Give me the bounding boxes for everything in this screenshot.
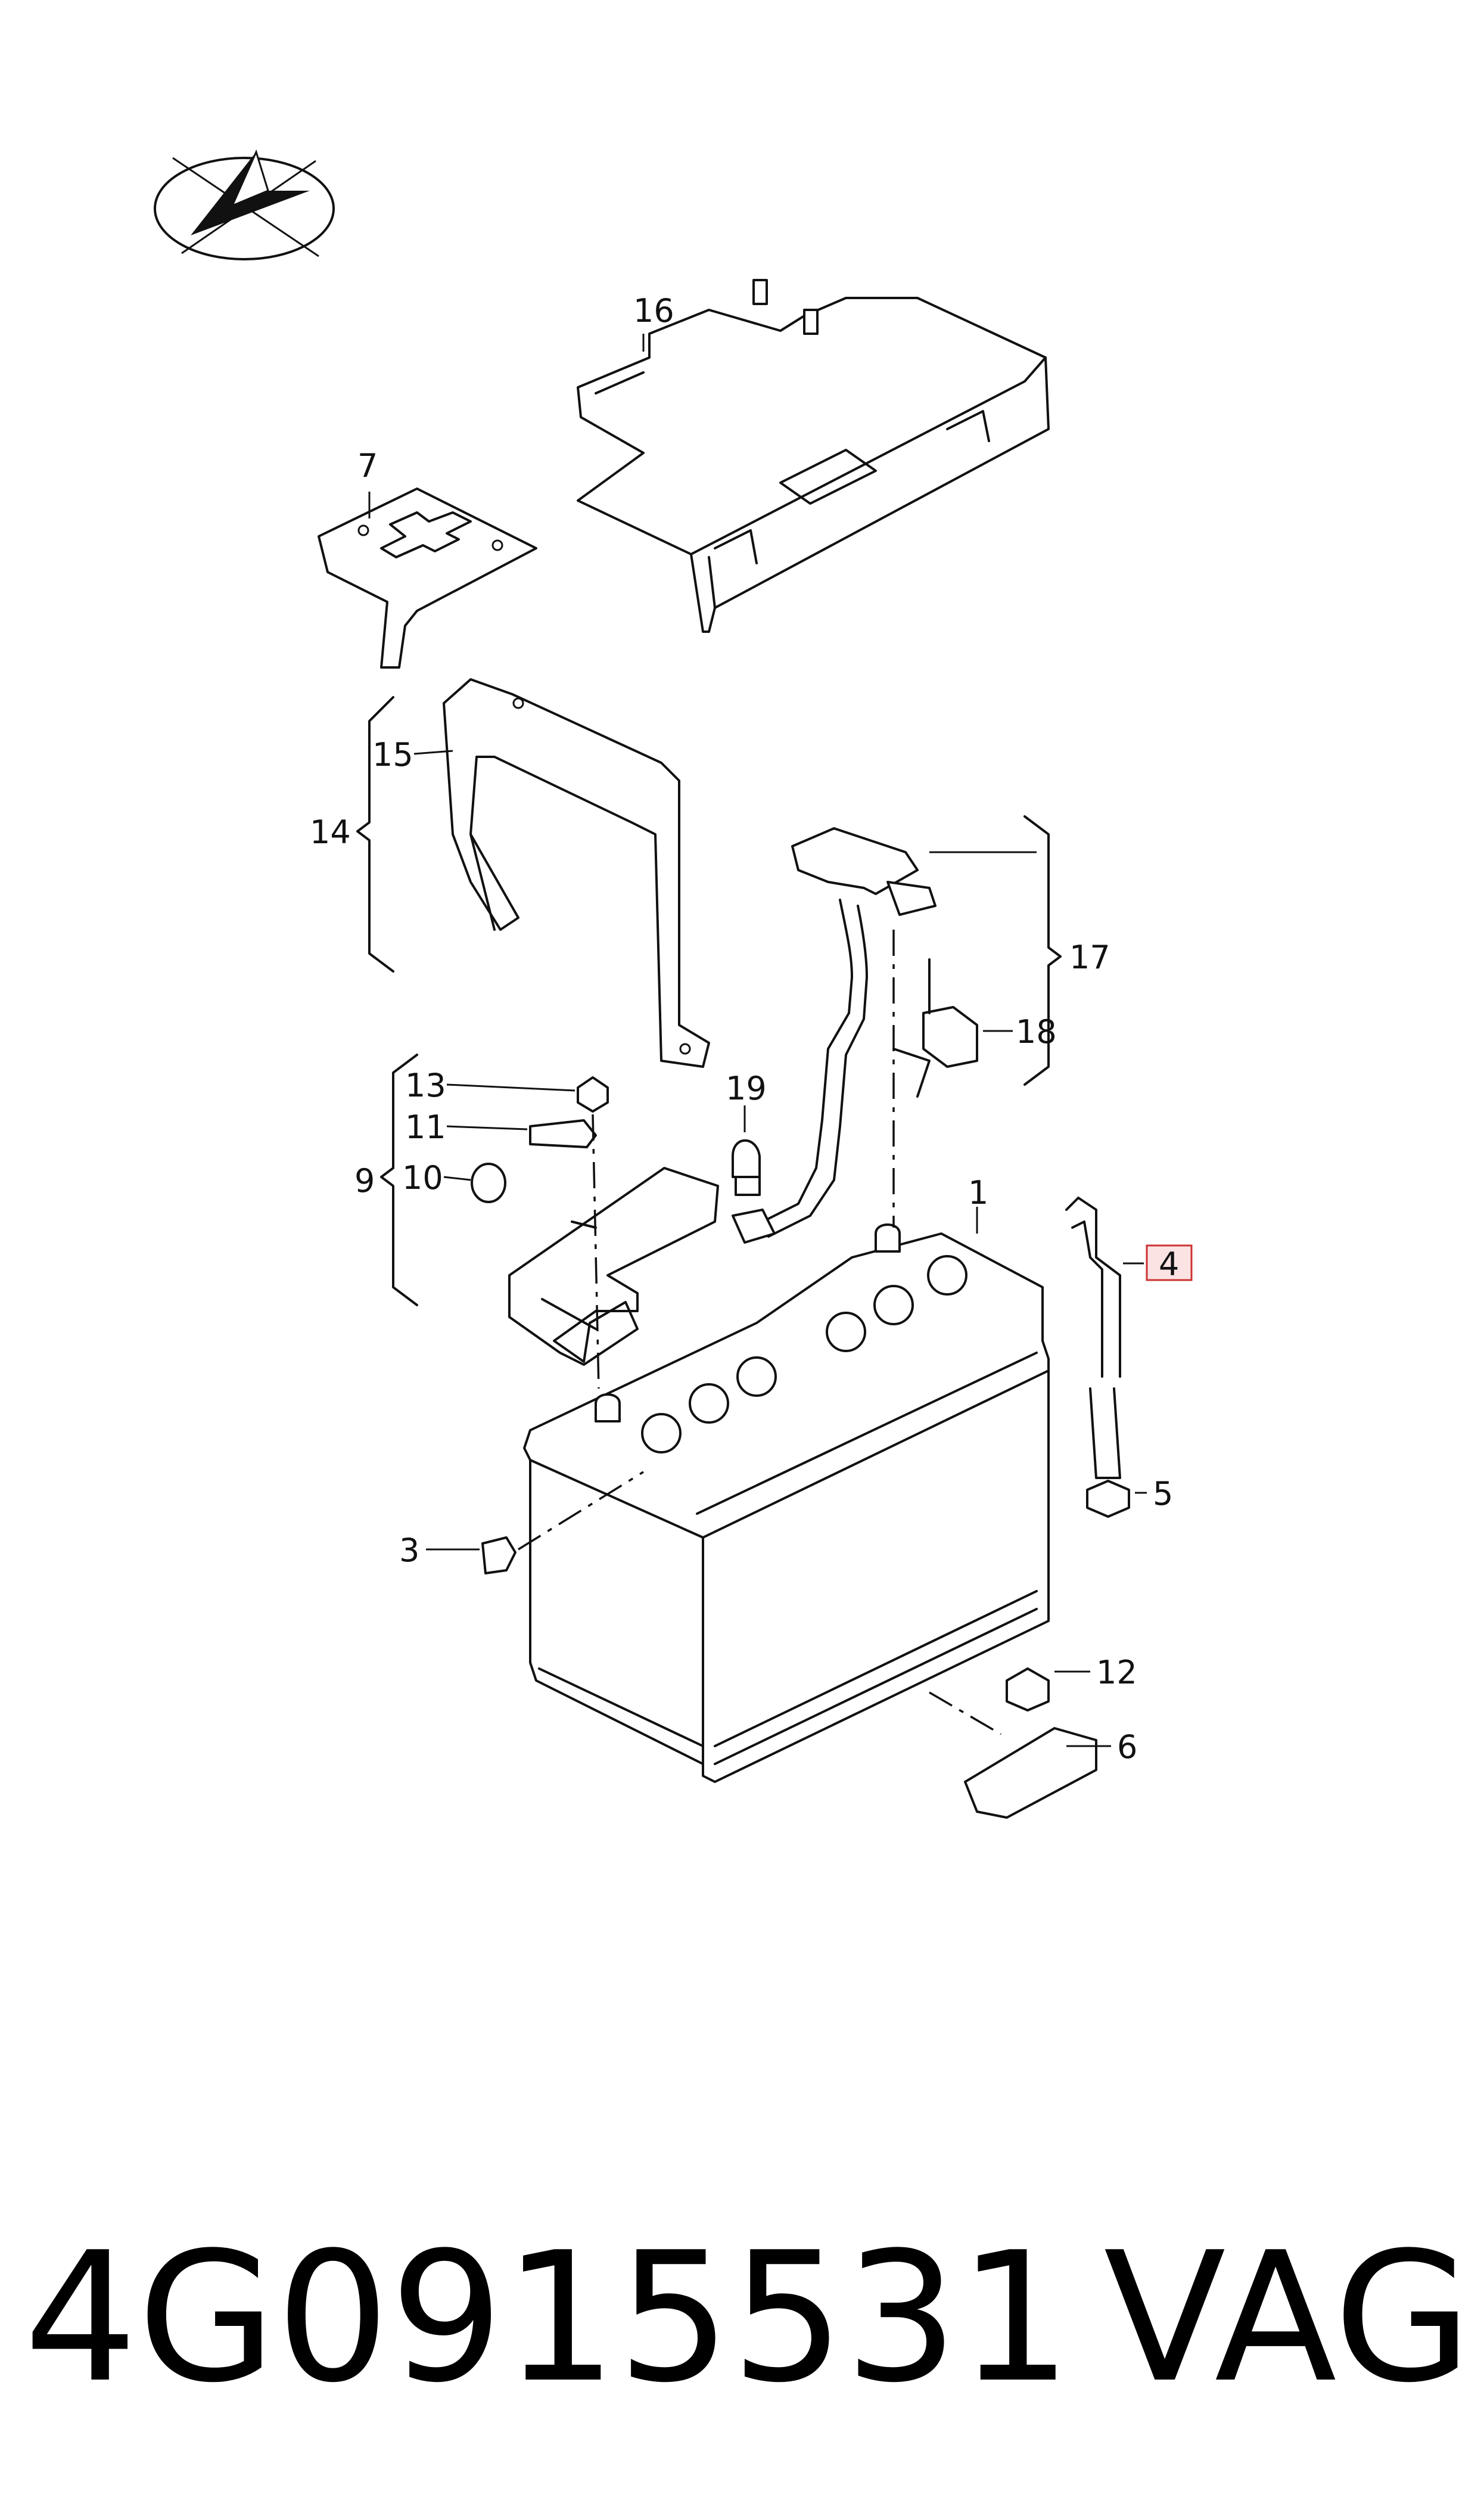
clamp-plate [964,1667,1097,1819]
bolt [481,1536,517,1574]
label-4: 4 [1159,1245,1179,1283]
label-9: 9 [354,1162,375,1200]
label-18: 18 [1016,1013,1057,1051]
label-19: 19 [726,1070,767,1107]
label-10: 10 [402,1159,443,1197]
positive-cable [732,827,937,1244]
battery [523,1223,1050,1783]
terminal-cap [732,1139,761,1196]
highlight-box [1146,1244,1193,1281]
battery-cover [577,279,1050,633]
fuse-holder [892,958,978,1098]
part-number: 4G0915531 [24,2214,1072,2422]
ground-strap [1065,1197,1130,1518]
label-6: 16 [633,292,674,330]
label-15: 15 [372,736,413,774]
negative-terminal-bracket [471,1076,719,1366]
label-11: 11 [405,1108,446,1146]
label-13: 6 [1117,1728,1137,1766]
compass-emblem-icon [154,149,335,260]
label-17: 17 [1069,939,1110,976]
terminal-cover-tab [318,487,537,669]
label-7: 7 [357,447,378,484]
label-16: 12 [1096,1654,1137,1691]
label-1: 1 [968,1174,988,1212]
label-12: 13 [405,1067,446,1104]
hold-down-bracket [443,678,710,1068]
footer: 4G0915531 VAG [0,2205,1484,2431]
label-14: 14 [310,813,351,851]
label-5: 5 [1153,1475,1173,1512]
brand-name: VAG [1103,2214,1472,2422]
label-3: 3 [399,1532,419,1569]
